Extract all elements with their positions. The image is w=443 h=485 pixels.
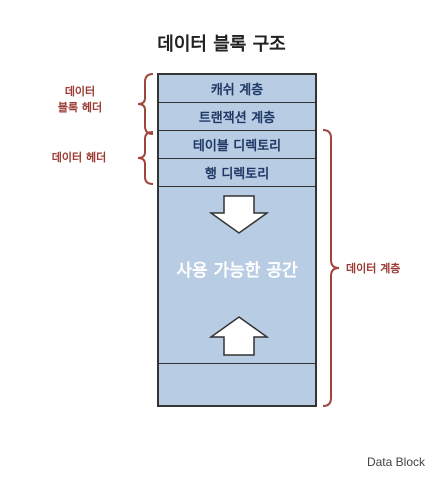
row-transaction-layer: 트랜잭션 계층 [159,103,315,131]
label-block-header-line1: 데이터 [64,85,96,98]
bracket-data-layer [322,129,340,407]
up-arrow-icon [209,316,269,356]
diagram-title: 데이터 블록 구조 [157,34,286,55]
bottom-divider [159,363,315,364]
label-data-header: 데이터 헤더 [51,151,107,164]
bracket-block-header [137,73,154,135]
label-block-header: 데이터 블록 헤더 [40,84,120,116]
bracket-data-header [137,131,154,185]
free-space-label: 사용 가능한 공간 [176,260,298,281]
data-block: 캐쉬 계층 트랜잭션 계층 테이블 디렉토리 행 디렉토리 사용 가능한 공간 [157,73,317,407]
row-row-directory: 행 디렉토리 [159,159,315,187]
row-table-directory: 테이블 디렉토리 [159,131,315,159]
row-cache-layer: 캐쉬 계층 [159,75,315,103]
label-block-header-line2: 블록 헤더 [57,101,103,114]
down-arrow-icon [209,195,269,234]
caption: Data Block [366,455,425,469]
label-data-layer: 데이터 계층 [346,262,401,275]
